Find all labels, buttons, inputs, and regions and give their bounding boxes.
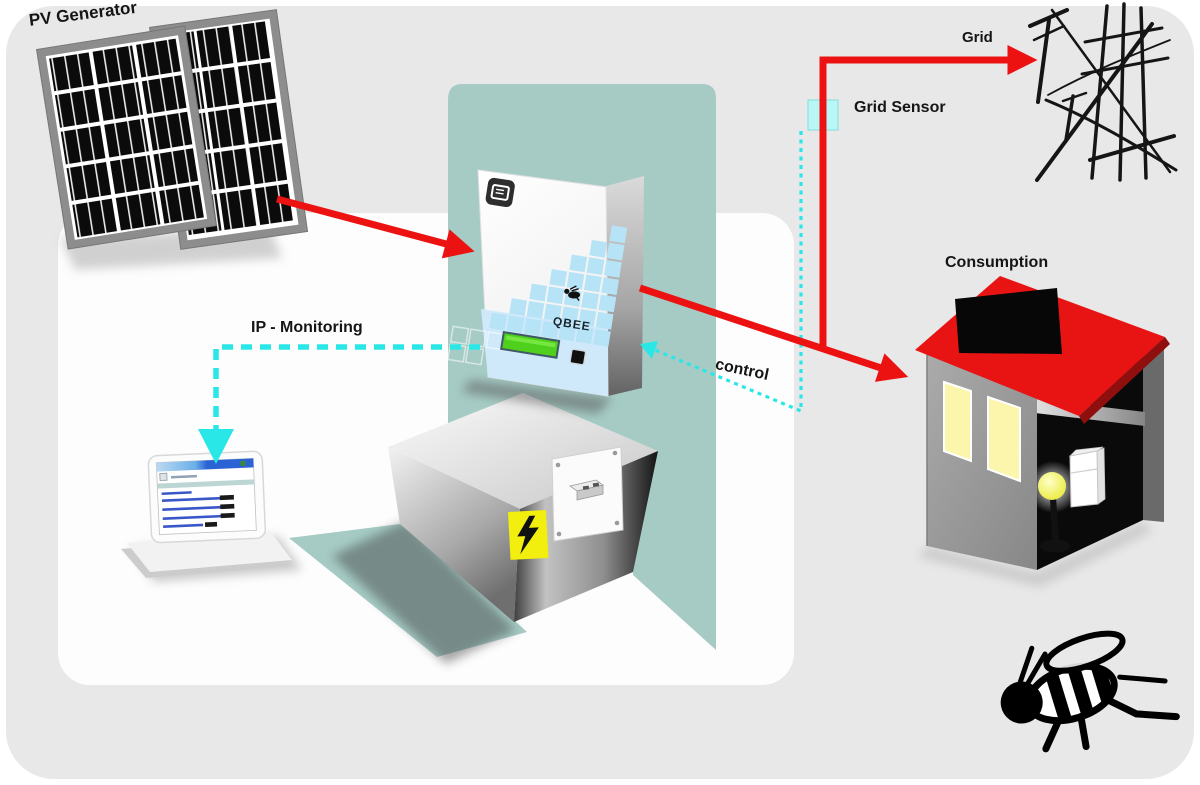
arrow-to-grid	[819, 45, 1038, 349]
roof	[915, 276, 1170, 424]
inverter-display	[500, 331, 561, 359]
inverter-button	[569, 348, 587, 366]
storage-box-shadow	[332, 521, 516, 664]
arrow-inverter-to-house	[638, 284, 909, 382]
grid-label: Grid	[962, 29, 993, 46]
arrow-ip-monitoring	[198, 344, 480, 464]
pv-panel-a	[35, 25, 217, 250]
skylight	[955, 288, 1062, 354]
consumption-label: Consumption	[945, 254, 1049, 271]
window	[987, 395, 1021, 483]
ip-monitoring-label: IP - Monitoring	[251, 319, 363, 336]
bee-small-icon	[564, 285, 581, 301]
fridge-icon	[1068, 446, 1106, 508]
connector-plate-icon	[551, 446, 624, 542]
laptop-screen	[147, 450, 267, 544]
house-shadow	[918, 521, 1152, 587]
inverter	[447, 169, 644, 414]
inverter-logo-icon	[485, 177, 515, 208]
grid-sensor-label: Grid Sensor	[854, 99, 946, 116]
arrow-pv-to-inverter	[276, 195, 475, 259]
bee-mascot-icon	[1000, 630, 1180, 753]
laptop	[121, 450, 302, 582]
window	[943, 380, 972, 463]
storage-box	[388, 393, 658, 622]
lightning-warning-icon	[507, 510, 549, 560]
arrow-control	[640, 131, 803, 414]
power-arrows	[276, 45, 1038, 382]
lamp-icon	[1038, 472, 1070, 553]
power-tower-icon	[1028, 2, 1178, 182]
house-icon	[915, 276, 1170, 570]
